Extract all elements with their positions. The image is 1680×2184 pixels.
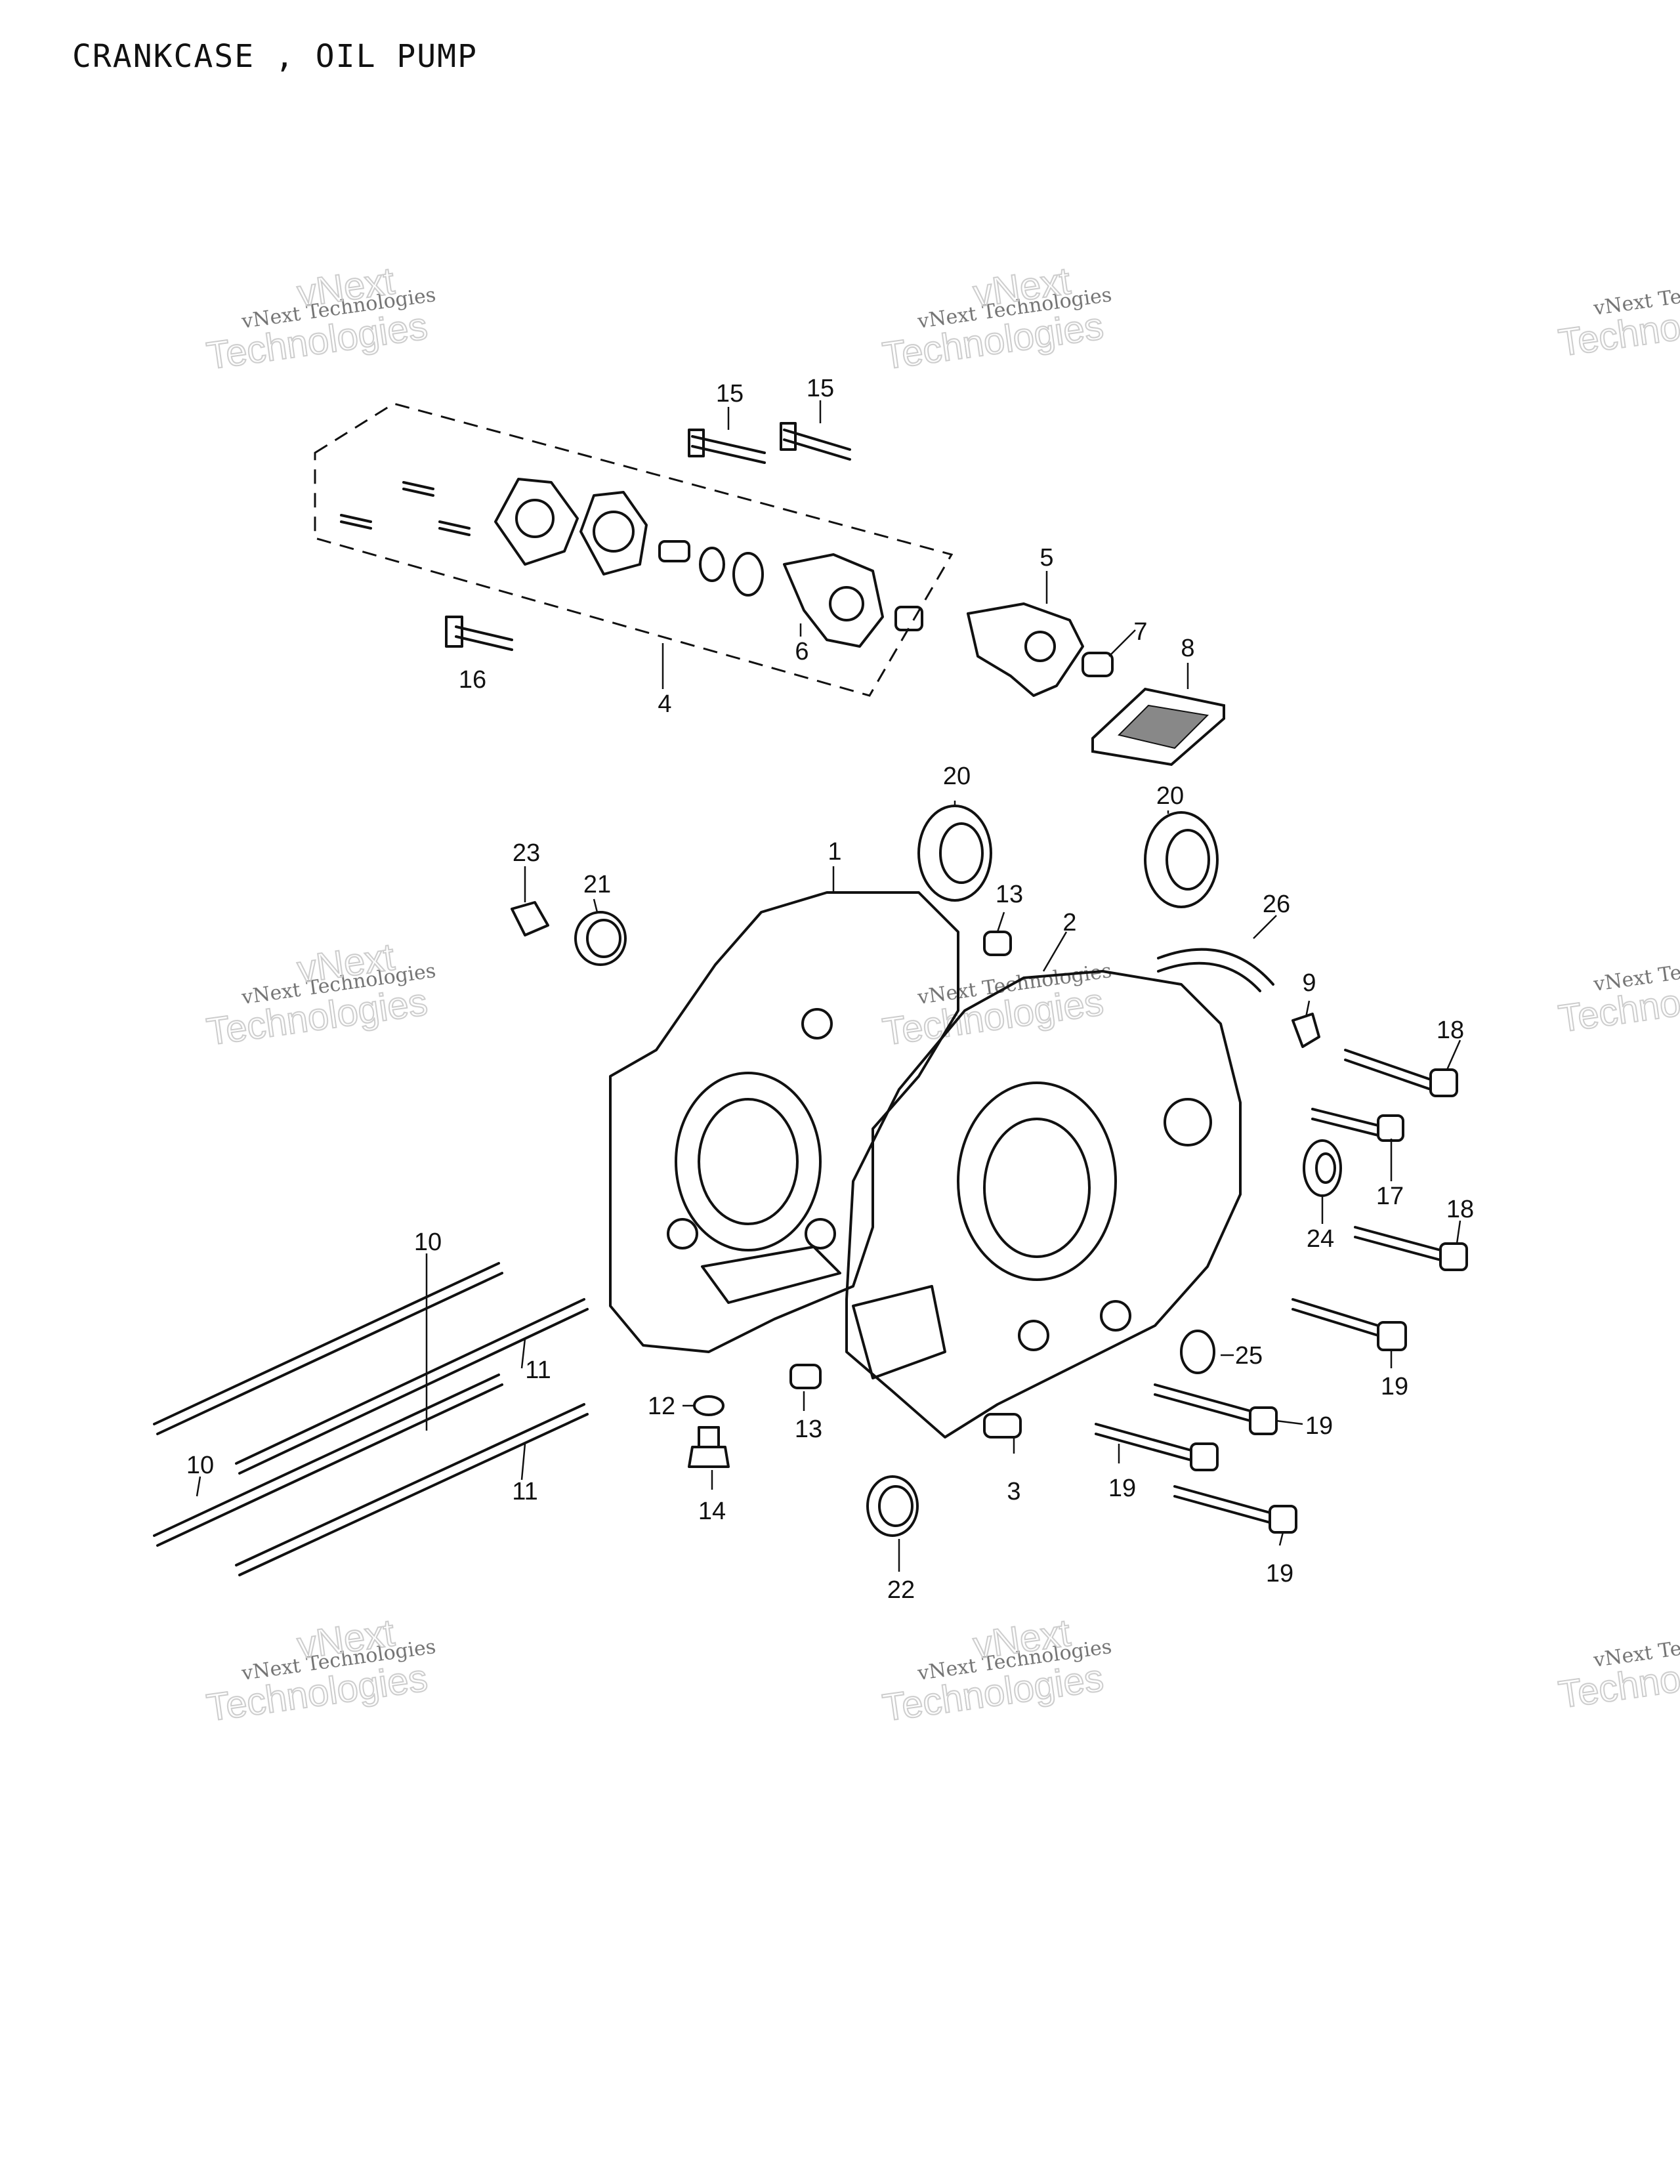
dowel-13-top (983, 931, 1012, 956)
callout-2: 2 (1062, 909, 1076, 936)
callout-24: 24 (1307, 1225, 1334, 1253)
bolt-19-d (1173, 1485, 1297, 1534)
callout-19d: 19 (1266, 1560, 1293, 1587)
pump-screws (340, 481, 471, 536)
bolt-17 (1311, 1108, 1404, 1142)
callout-7: 7 (1133, 618, 1147, 646)
callout-9: 9 (1302, 969, 1316, 997)
callout-19c: 19 (1108, 1475, 1136, 1502)
callout-21: 21 (583, 871, 611, 898)
callout-23: 23 (513, 839, 540, 867)
oil-seal-24 (1303, 1139, 1342, 1197)
callout-15a: 15 (716, 380, 744, 408)
callout-20a: 20 (943, 763, 971, 790)
stud-10-bottom (153, 1374, 503, 1547)
pump-body (783, 553, 884, 648)
callout-22: 22 (887, 1576, 915, 1604)
bolt-16 (445, 616, 513, 651)
needle-bearing-21 (574, 911, 627, 966)
callout-6: 6 (795, 638, 808, 665)
callout-10b: 10 (186, 1452, 214, 1479)
callout-labels: 15 15 16 4 6 5 7 8 20 20 23 21 1 13 2 26… (186, 375, 1474, 1604)
bolt-15-left (688, 429, 766, 464)
crankcase-right-half-2 (845, 970, 1242, 1438)
bolt-18-bottom (1354, 1226, 1468, 1271)
bolt-19-b (1154, 1383, 1278, 1435)
outer-rotor (732, 552, 764, 597)
dowel-13-bottom (789, 1364, 822, 1389)
callout-11b: 11 (512, 1478, 537, 1505)
callout-26: 26 (1263, 891, 1290, 918)
pump-gasket (579, 491, 648, 576)
needle-bearing-22 (866, 1475, 919, 1537)
callout-18a: 18 (1437, 1017, 1464, 1044)
callout-18b: 18 (1446, 1196, 1474, 1223)
drain-bolt-14 (688, 1426, 730, 1468)
stud-11-top (235, 1298, 589, 1475)
watermark: vNext Technologies Technologies vNext vN… (203, 259, 1680, 1731)
bolt-19-a (1292, 1298, 1407, 1351)
stud-11-bottom (235, 1403, 589, 1576)
callout-5: 5 (1040, 544, 1053, 572)
page-title: CRANKCASE , OIL PUMP (72, 38, 478, 75)
callout-15b: 15 (807, 375, 834, 402)
pump-cover (494, 478, 579, 566)
callout-14: 14 (698, 1498, 726, 1525)
callout-10a: 10 (414, 1228, 442, 1256)
clip-9 (1292, 1013, 1320, 1048)
bolt-19-c (1095, 1423, 1219, 1471)
callout-16: 16 (459, 666, 486, 694)
callout-13a: 13 (996, 881, 1023, 908)
bolt-15-right (780, 422, 851, 461)
callout-13b: 13 (795, 1416, 822, 1443)
bolt-18-top (1344, 1049, 1458, 1097)
oil-seal-25 (1180, 1330, 1215, 1374)
callout-20b: 20 (1156, 782, 1184, 810)
callout-3: 3 (1007, 1478, 1020, 1505)
callout-19a: 19 (1381, 1373, 1408, 1400)
callout-8: 8 (1181, 635, 1194, 662)
callout-17: 17 (1376, 1183, 1404, 1210)
stud-10-top (153, 1262, 503, 1435)
oil-strainer-8 (1091, 687, 1225, 766)
collar-7 (1082, 652, 1114, 677)
pump-gasket-plate (967, 602, 1084, 697)
clip-23 (511, 901, 549, 936)
dowel-3 (983, 1413, 1022, 1438)
oil-pump-assembly (314, 402, 954, 697)
callout-4: 4 (658, 690, 671, 718)
bearing-20-right (1144, 811, 1219, 908)
washer-12 (693, 1395, 724, 1416)
leader-lines (196, 400, 1461, 1572)
pump-shaft (658, 540, 690, 562)
callout-25: 25 (1235, 1342, 1263, 1370)
breather-tube-26 (1157, 948, 1274, 992)
callout-1: 1 (828, 838, 841, 866)
callout-19b: 19 (1305, 1412, 1333, 1440)
inner-rotor (699, 547, 725, 582)
bearing-20-left (917, 805, 992, 902)
crankcase-left-half-1 (609, 891, 959, 1353)
callout-12: 12 (648, 1393, 675, 1420)
callout-11a: 11 (525, 1356, 551, 1384)
